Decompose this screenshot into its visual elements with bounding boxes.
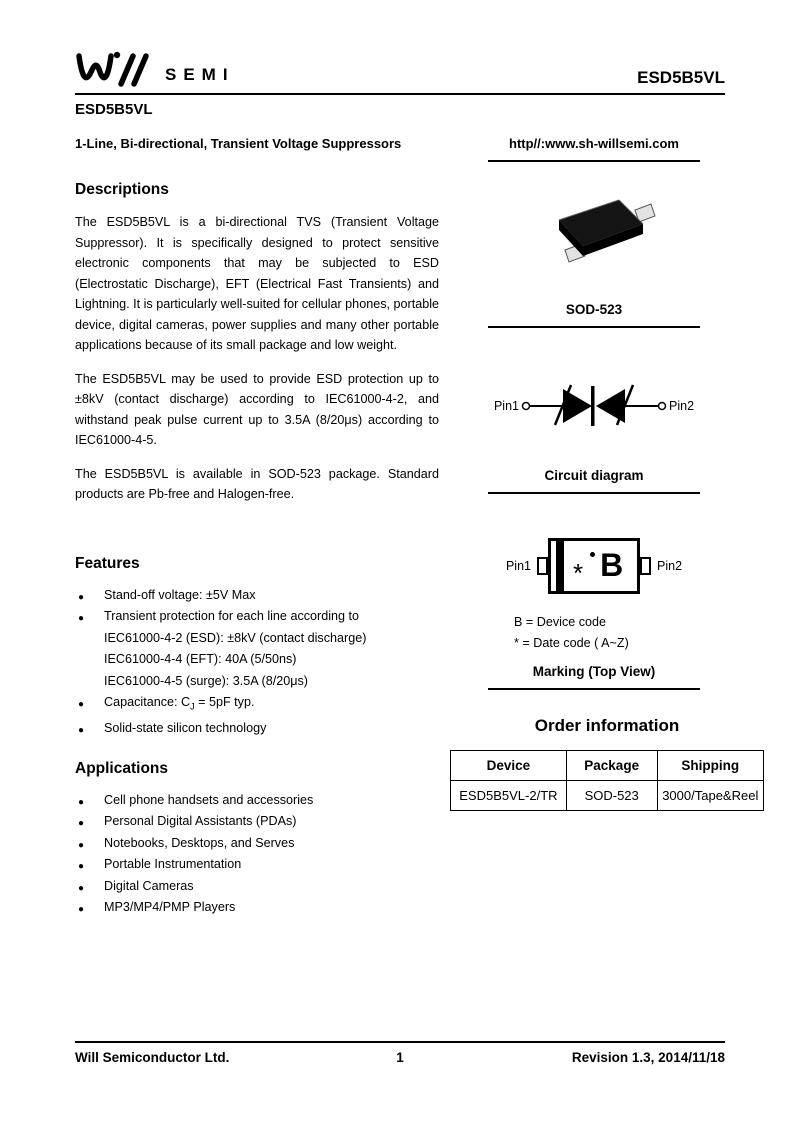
part-heading: ESD5B5VL (75, 101, 153, 118)
logo-swoosh-icon (76, 51, 149, 87)
pin1-dot-icon (590, 551, 596, 557)
package-figure (488, 186, 700, 286)
capacitance-suffix: = 5pF typ. (194, 695, 255, 709)
descriptions-heading: Descriptions (75, 181, 169, 198)
page-footer: Will Semiconductor Ltd. 1 Revision 1.3, … (75, 1041, 725, 1073)
date-code-note: * = Date code ( A~Z) (514, 636, 629, 650)
date-code-star: * (573, 558, 584, 588)
sod523-package-icon (558, 199, 656, 263)
page-header: SEMI ESD5B5VL (75, 46, 725, 95)
cell-device: ESD5B5VL-2/TR (450, 780, 567, 811)
capacitance-subscript: J (190, 701, 195, 712)
marking-figure: Pin1 * B Pin2 (488, 538, 700, 594)
left-column: 1-Line, Bi-directional, Transient Voltag… (75, 136, 440, 920)
features-heading: Features (75, 554, 140, 572)
feature-subline: IEC61000-4-4 (EFT): 40A (5/50ns) (104, 652, 297, 666)
feature-item: Solid-state silicon technology (75, 718, 439, 741)
description-paragraph: The ESD5B5VL is available in SOD-523 pac… (75, 466, 439, 502)
application-item: Portable Instrumentation (75, 854, 439, 877)
device-code-letter: B (600, 547, 624, 583)
footer-page-number: 1 (396, 1050, 404, 1065)
marking-polarity-band (556, 541, 564, 591)
table-header-row: Device Package Shipping (450, 750, 765, 781)
marking-pin1-tab (537, 557, 548, 575)
order-information-table: Device Package Shipping ESD5B5VL-2/TR SO… (450, 750, 765, 811)
application-item: Personal Digital Assistants (PDAs) (75, 811, 439, 834)
feature-item: Capacitance: CJ = 5pF typ. (75, 692, 439, 718)
description-paragraph: The ESD5B5VL may be used to provide ESD … (75, 371, 439, 448)
header-part-number: ESD5B5VL (637, 68, 725, 87)
feature-item-text: Transient protection for each line accor… (104, 609, 360, 623)
package-caption: SOD-523 (488, 302, 700, 328)
marking-notes: B = Device code * = Date code ( A~Z) (514, 612, 700, 654)
column-header-device: Device (450, 750, 567, 781)
application-item: Digital Cameras (75, 876, 439, 898)
footer-revision: Revision 1.3, 2014/11/18 (571, 1050, 725, 1065)
feature-subline: IEC61000-4-2 (ESD): ±8kV (contact discha… (104, 630, 367, 645)
marking-pin2-tab (640, 557, 651, 575)
document-subtitle: 1-Line, Bi-directional, Transient Voltag… (75, 136, 402, 151)
willsemi-logo: SEMI (75, 48, 235, 88)
pin2-label: Pin2 (669, 399, 695, 413)
applications-heading: Applications (75, 759, 169, 777)
capacitance-prefix: Capacitance: C (104, 695, 191, 709)
logo-text: SEMI (165, 65, 235, 84)
feature-subline: IEC61000-4-5 (surge): 3.5A (8/20μs) (104, 673, 308, 688)
pin1-label: Pin1 (505, 559, 531, 573)
table-row: ESD5B5VL-2/TR SOD-523 3000/Tape&Reel (450, 780, 765, 811)
pin2-label: Pin2 (657, 559, 683, 573)
pin1-label: Pin1 (493, 399, 519, 413)
circuit-caption: Circuit diagram (488, 468, 700, 494)
cell-shipping: 3000/Tape&Reel (656, 780, 765, 811)
order-information-heading: Order information (534, 716, 680, 735)
column-header-shipping: Shipping (656, 750, 765, 781)
feature-item: Stand-off voltage: ±5V Max (75, 585, 439, 607)
feature-item: Transient protection for each line accor… (75, 606, 439, 692)
right-column: http//:www.sh-willsemi.com SOD-523 Pin1 (488, 136, 700, 690)
features-list: Stand-off voltage: ±5V Max Transient pro… (75, 585, 439, 741)
cell-package: SOD-523 (565, 780, 658, 811)
marking-package-outline: * B (548, 538, 640, 594)
description-paragraph: The ESD5B5VL is a bi-directional TVS (Tr… (75, 215, 440, 352)
application-item: Cell phone handsets and accessories (75, 790, 439, 812)
footer-company: Will Semiconductor Ltd. (75, 1050, 230, 1065)
tvs-diode-symbol-icon (521, 384, 667, 426)
order-information-section: Order information Device Package Shippin… (450, 716, 765, 811)
application-item: Notebooks, Desktops, and Serves (75, 833, 439, 855)
website-link[interactable]: http//:www.sh-willsemi.com (488, 136, 700, 162)
marking-caption: Marking (Top View) (488, 664, 700, 690)
circuit-figure: Pin1 Pin2 (488, 370, 700, 442)
applications-list: Cell phone handsets and accessories Pers… (75, 790, 439, 920)
application-item: MP3/MP4/PMP Players (75, 897, 439, 920)
column-header-package: Package (565, 750, 658, 781)
device-code-note: B = Device code (514, 615, 607, 629)
